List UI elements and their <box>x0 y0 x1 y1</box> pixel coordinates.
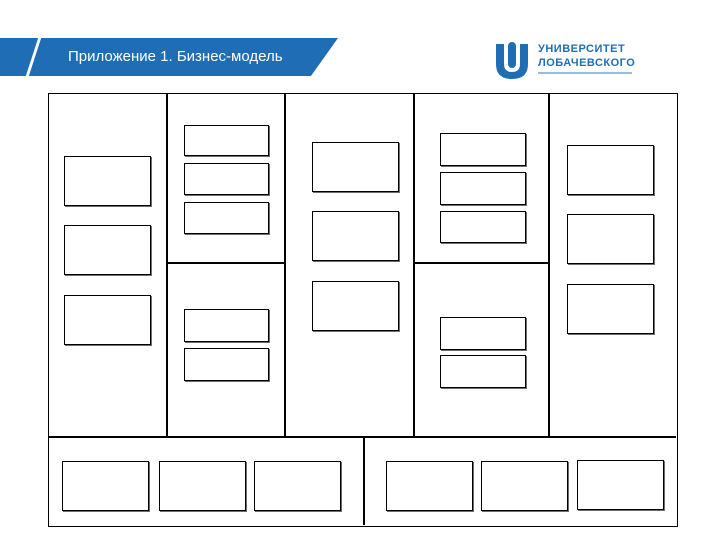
row-divider <box>413 262 549 264</box>
cost-structure-field[interactable] <box>159 461 246 511</box>
value-propositions-field[interactable] <box>312 211 399 261</box>
value-propositions-field[interactable] <box>312 142 399 192</box>
cost-structure-field[interactable] <box>62 461 149 511</box>
cost-structure-field[interactable] <box>254 461 341 511</box>
key-activities-field[interactable] <box>184 163 269 195</box>
logo-text-line1: УНИВЕРСИТЕТ <box>538 43 626 55</box>
key-partners-field[interactable] <box>64 156 151 206</box>
key-partners-field[interactable] <box>64 295 151 345</box>
value-propositions-field[interactable] <box>312 281 399 331</box>
column-divider <box>284 94 286 437</box>
customer-relationships-field[interactable] <box>440 172 526 205</box>
revenue-streams-field[interactable] <box>386 461 473 511</box>
column-divider <box>548 94 550 437</box>
revenue-streams-field[interactable] <box>577 460 664 510</box>
customer-segments-field[interactable] <box>567 145 654 195</box>
column-divider <box>166 94 168 437</box>
key-activities-field[interactable] <box>184 202 269 234</box>
key-resources-field[interactable] <box>184 348 269 381</box>
revenue-streams-field[interactable] <box>481 461 568 511</box>
key-partners-field[interactable] <box>64 225 151 275</box>
channels-field[interactable] <box>440 355 526 388</box>
logo-tagline <box>538 72 632 74</box>
row-divider <box>166 262 285 264</box>
logo-text-line2: ЛОБАЧЕВСКОГО <box>538 57 636 69</box>
bottom-divider <box>49 436 676 438</box>
channels-field[interactable] <box>440 317 526 350</box>
page-title: Приложение 1. Бизнес-модель <box>68 48 283 65</box>
university-logo-icon <box>496 42 528 79</box>
bottom-column-divider <box>363 437 365 525</box>
business-model-canvas <box>48 93 678 527</box>
customer-relationships-field[interactable] <box>440 211 526 243</box>
customer-segments-field[interactable] <box>567 214 654 264</box>
header-banner <box>0 38 338 76</box>
university-logo: УНИВЕРСИТЕТ ЛОБАЧЕВСКОГО <box>494 40 644 80</box>
customer-segments-field[interactable] <box>567 284 654 334</box>
customer-relationships-field[interactable] <box>440 133 526 166</box>
key-resources-field[interactable] <box>184 309 269 342</box>
key-activities-field[interactable] <box>184 125 269 156</box>
column-divider <box>413 94 415 437</box>
